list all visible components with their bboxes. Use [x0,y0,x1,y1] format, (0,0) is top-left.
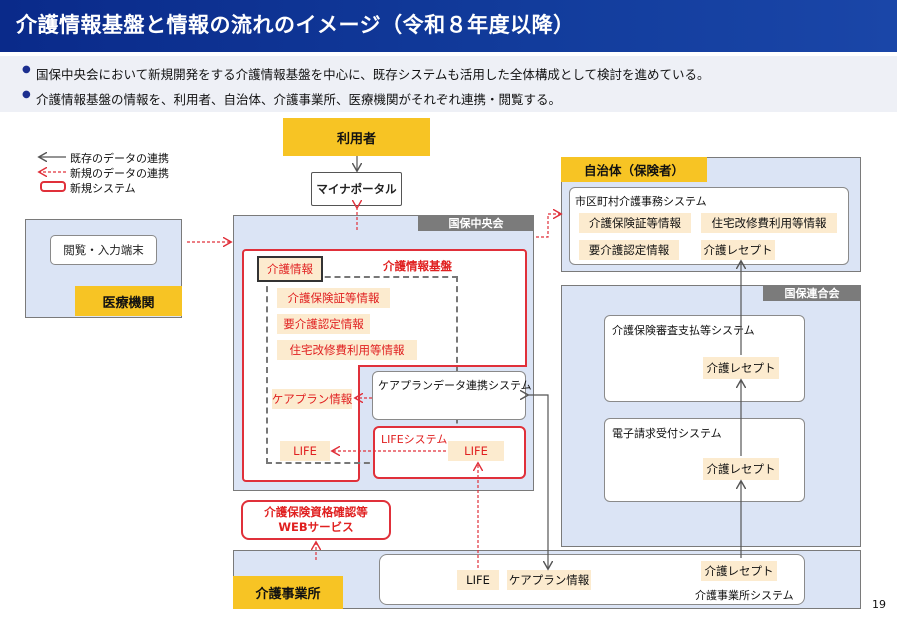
medical-label: 医療機関 [75,286,182,316]
platform-step-h [358,365,527,367]
legend-new-system: 新規システム [70,182,136,195]
chuokai-careplan: ケアプラン情報 [272,389,352,409]
arrow-chuokai-jichitai [536,214,560,238]
bullet-1: 国保中央会において新規開発をする介護情報基盤を中心に、既存システムも活用した全体… [22,64,710,83]
web-service-box: 介護保険資格確認等 WEBサービス [241,500,391,540]
page-number: 19 [872,598,886,611]
bullet-2: 介護情報基盤の情報を、利用者、自治体、介護事業所、医療機関がそれぞれ連携・閲覧す… [22,89,561,108]
legend-existing: 既存のデータの連携 [70,152,169,165]
chuokai-item-nintei: 要介護認定情報 [277,314,370,334]
chuokai-item-jutaku: 住宅改修費利用等情報 [277,340,417,360]
rengokai-label: 国保連合会 [763,285,861,301]
web-service-line2: WEBサービス [278,520,354,534]
jichitai-system-label: 市区町村介護事務システム [575,195,707,208]
jigyosho-system-label: 介護事業所システム [695,589,794,602]
chuokai-item-hokensho: 介護保険証等情報 [277,288,390,308]
kaigo-joho-group [266,276,458,464]
denshi-receipt: 介護レセプト [703,458,779,480]
life-system-label: LIFEシステム [381,433,448,446]
jigyosho-receipt: 介護レセプト [701,561,777,581]
chuokai-life: LIFE [280,441,330,461]
jichitai-label: 自治体（保険者） [561,157,707,182]
jichitai-item-jutaku: 住宅改修費利用等情報 [701,213,837,233]
chuokai-label: 国保中央会 [418,215,534,231]
jigyosho-life: LIFE [457,570,499,590]
denshi-system-label: 電子請求受付システム [612,427,722,440]
mynaportal-box: マイナポータル [311,172,402,206]
shinsa-system-label: 介護保険審査支払等システム [612,324,755,337]
platform-label: 介護情報基盤 [383,259,452,273]
title-bar [0,0,897,52]
terminal-box: 閲覧・入力端末 [50,235,157,265]
life-system-item: LIFE [448,441,504,461]
careplan-system-box [372,371,526,420]
jichitai-item-nintei: 要介護認定情報 [579,240,679,260]
web-service-line1: 介護保険資格確認等 [264,505,368,519]
legend-new-system-swatch [40,181,66,192]
careplan-system-label: ケアプランデータ連携システム [378,379,532,392]
jichitai-item-hokensho: 介護保険証等情報 [579,213,691,233]
jigyosho-label: 介護事業所 [233,576,343,609]
kaigo-joho-box: 介護情報 [257,256,323,282]
shinsa-receipt: 介護レセプト [703,357,779,379]
jigyosho-careplan: ケアプラン情報 [507,570,591,590]
platform-step-v [358,365,360,373]
user-box: 利用者 [283,118,430,156]
jichitai-item-receipt: 介護レセプト [701,240,775,260]
legend-new: 新規のデータの連携 [70,167,169,180]
page-title: 介護情報基盤と情報の流れのイメージ（令和８年度以降） [16,13,575,37]
